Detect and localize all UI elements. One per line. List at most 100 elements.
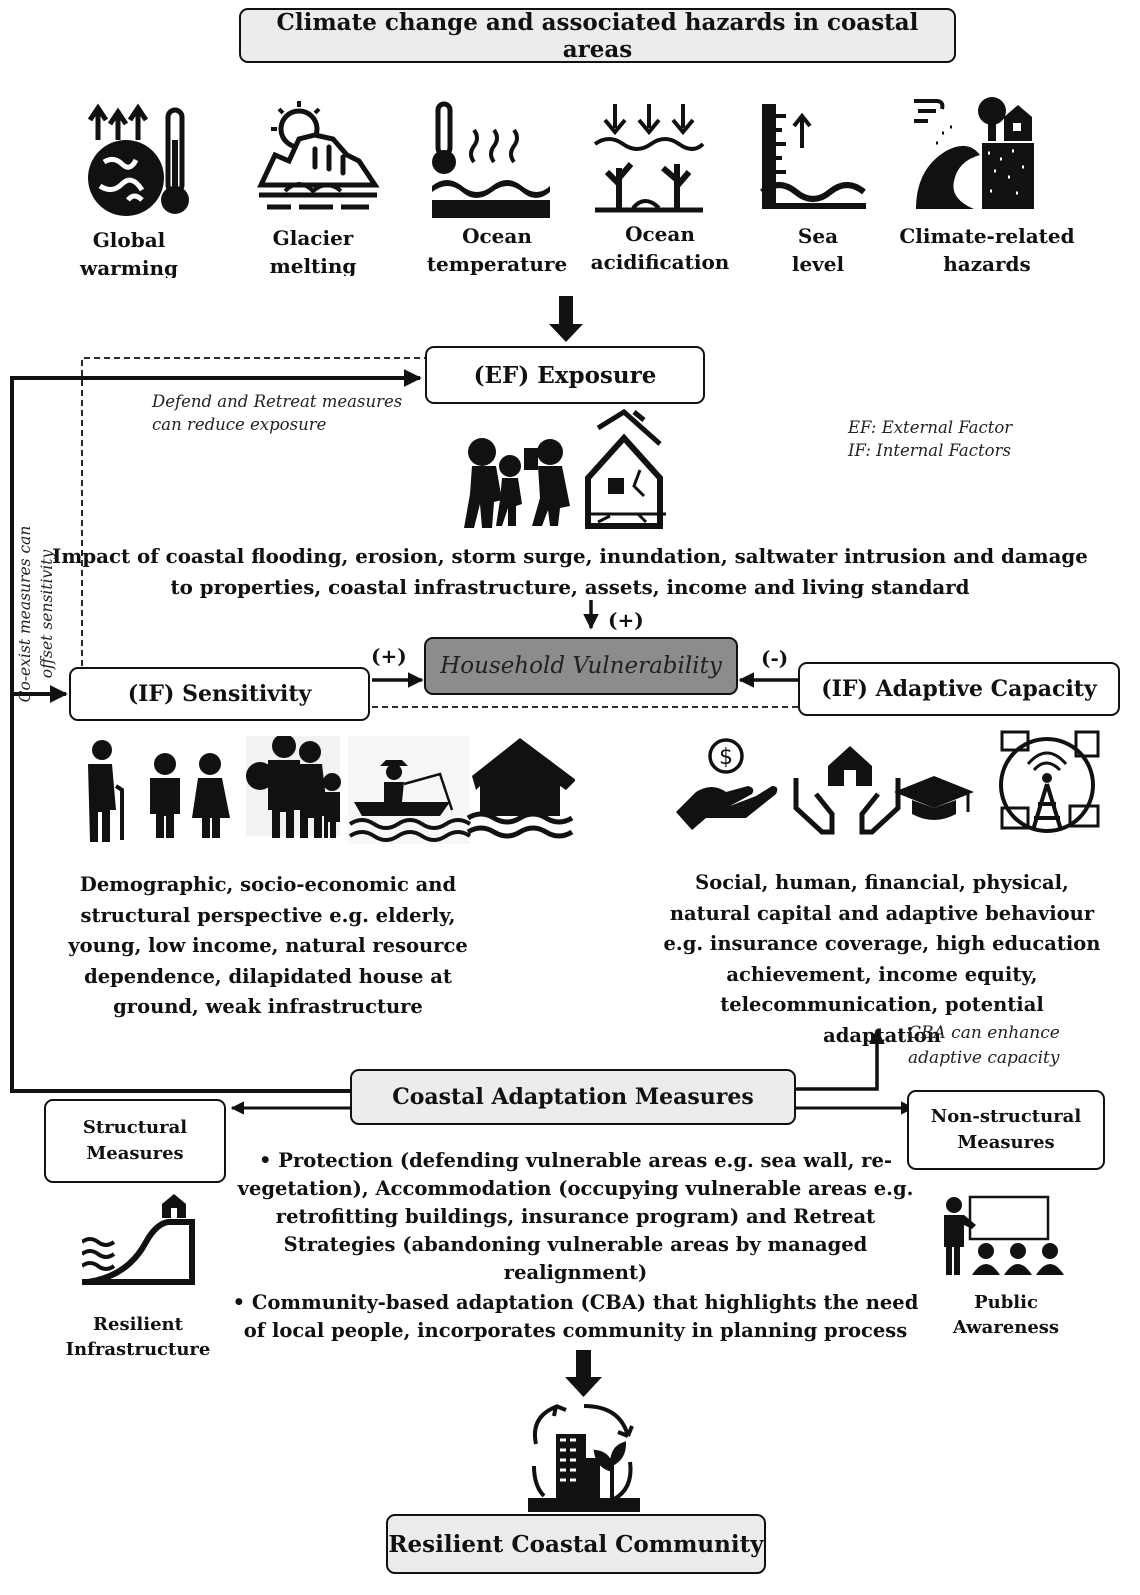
fisherman-icon bbox=[348, 736, 472, 844]
coexist-note-line1: Co-exist measures can bbox=[16, 525, 34, 703]
bullet2-line: • Community-based adaptation (CBA) that … bbox=[232, 1291, 919, 1314]
nonstructural-measures-box: Non-structural Measures bbox=[907, 1090, 1105, 1170]
adaptive-desc-line: natural capital and adaptive behaviour bbox=[669, 901, 1095, 925]
hazard-label-line2: hazards bbox=[943, 252, 1031, 276]
impact-line1: Impact of coastal flooding, erosion, sto… bbox=[52, 544, 1088, 568]
resilient-community-icon bbox=[528, 1404, 640, 1512]
hazard-label-line1: Glacier bbox=[272, 226, 354, 250]
global-warming-icon bbox=[87, 103, 189, 216]
svg-text:$: $ bbox=[719, 745, 733, 770]
coexist-note: Co-exist measures can offset sensitivity bbox=[14, 514, 62, 714]
cba-note-line1: CBA can enhance bbox=[908, 1023, 1060, 1043]
hazard-label-line1: Ocean bbox=[625, 222, 695, 246]
exposure-note-line1: Defend and Retreat measures bbox=[152, 392, 403, 411]
down-arrow-resilience bbox=[565, 1350, 602, 1397]
bullet1-line: realignment) bbox=[503, 1261, 648, 1284]
nonstructural-line1: Non-structural bbox=[930, 1106, 1082, 1127]
bullet1-line: Strategies (abandoning vulnerable areas … bbox=[283, 1233, 868, 1256]
adaptive-icons: $ bbox=[676, 730, 1100, 835]
impact-description: Impact of coastal flooding, erosion, sto… bbox=[50, 541, 1090, 602]
climate-hazards-icon bbox=[914, 97, 1034, 209]
adaptive-desc-line: Social, human, financial, physical, bbox=[695, 871, 1069, 894]
resilient-infra-line2: Infrastructure bbox=[65, 1339, 211, 1360]
graduation-cap-icon bbox=[894, 776, 974, 820]
hazard-label-ocean-acidification: Ocean acidification bbox=[580, 220, 740, 276]
children-icon bbox=[150, 753, 230, 838]
hazard-label-climate-hazards: Climate-related hazards bbox=[896, 222, 1078, 278]
hazard-label-line1: Climate-related bbox=[899, 224, 1075, 248]
exposure-note: Defend and Retreat measures can reduce e… bbox=[152, 390, 422, 436]
ocean-acidification-icon bbox=[593, 104, 705, 213]
money-hand-icon: $ bbox=[676, 738, 778, 830]
sensitivity-desc-line: ground, weak infrastructure bbox=[113, 995, 423, 1018]
hazard-label-line2: acidification bbox=[590, 250, 730, 274]
sensitivity-desc-line: structural perspective e.g. elderly, bbox=[80, 903, 456, 927]
loop-line-left bbox=[10, 369, 422, 1093]
hazard-label-global-warming: Global warming bbox=[59, 226, 199, 278]
legend-ef: EF: External Factor bbox=[848, 418, 1013, 437]
dashed-line-exposure bbox=[81, 357, 430, 670]
plus-label-top: (+) bbox=[608, 608, 644, 632]
hazard-label-line2: melting bbox=[269, 254, 357, 276]
resilient-infrastructure-icon bbox=[82, 1194, 195, 1285]
sensitivity-desc-line: dependence, dilapidated house at bbox=[84, 964, 452, 988]
sea-level-icon bbox=[760, 104, 866, 209]
coexist-note-line2: offset sensitivity bbox=[38, 549, 56, 679]
measures-bullet-protection: • Protection (defending vulnerable areas… bbox=[228, 1147, 923, 1287]
hazard-label-line1: Sea bbox=[797, 224, 839, 248]
household-vulnerability-box: Household Vulnerability bbox=[424, 637, 738, 695]
telecommunication-icon bbox=[999, 730, 1100, 833]
down-arrow-hazards bbox=[549, 296, 583, 342]
coastal-adaptation-measures-box: Coastal Adaptation Measures bbox=[350, 1069, 796, 1125]
plus-label-left: (+) bbox=[371, 644, 407, 668]
bullet1-line: • Protection (defending vulnerable areas… bbox=[259, 1149, 892, 1172]
cba-note: CBA can enhance adaptive capacity bbox=[908, 1021, 1108, 1071]
structural-line2: Measures bbox=[86, 1143, 184, 1164]
adaptive-description: Social, human, financial, physical, natu… bbox=[662, 868, 1102, 1051]
adaptive-desc-line: telecommunication, potential adaptation bbox=[720, 993, 1044, 1047]
hazard-label-line2: temperature bbox=[426, 252, 568, 276]
sensitivity-description: Demographic, socio-economic and structur… bbox=[58, 870, 478, 1023]
public-awareness-line2: Awareness bbox=[952, 1317, 1060, 1338]
ocean-temperature-icon bbox=[432, 101, 550, 218]
hazard-label-line2: warming bbox=[80, 256, 178, 278]
hazard-label-line1: Global bbox=[92, 228, 166, 252]
exposure-box: (EF) Exposure bbox=[425, 346, 705, 404]
bullet2-line: of local people, incorporates community … bbox=[243, 1319, 908, 1342]
resilient-infrastructure-label: Resilient Infrastructure bbox=[58, 1312, 218, 1362]
exposure-note-line2: can reduce exposure bbox=[152, 415, 327, 434]
bullet1-line: vegetation), Accommodation (occupying vu… bbox=[237, 1177, 914, 1200]
house-hands-icon bbox=[793, 746, 901, 835]
adaptive-desc-line: achievement, income equity, bbox=[726, 962, 1038, 986]
impact-line2: to properties, coastal infrastructure, a… bbox=[170, 574, 970, 599]
elderly-icon bbox=[88, 740, 124, 842]
adaptive-capacity-box: (IF) Adaptive Capacity bbox=[798, 662, 1120, 716]
resilient-infra-line1: Resilient bbox=[93, 1314, 183, 1335]
hazard-label-line1: Ocean bbox=[462, 224, 532, 248]
cba-note-line2: adaptive capacity bbox=[908, 1048, 1060, 1068]
public-awareness-line1: Public bbox=[974, 1292, 1038, 1313]
public-awareness-label: Public Awareness bbox=[926, 1290, 1086, 1340]
minus-label-right: (-) bbox=[761, 646, 789, 670]
structural-measures-box: Structural Measures bbox=[44, 1099, 226, 1183]
sensitivity-icons bbox=[88, 736, 575, 844]
low-income-family-icon bbox=[246, 736, 341, 838]
displaced-people-icon bbox=[464, 408, 666, 529]
nonstructural-line2: Measures bbox=[957, 1132, 1055, 1153]
arrow-measures-to-adaptive bbox=[796, 1028, 885, 1091]
hazard-label-ocean-temperature: Ocean temperature bbox=[417, 222, 577, 278]
structural-line1: Structural bbox=[82, 1117, 188, 1138]
resilient-coastal-community-box: Resilient Coastal Community bbox=[386, 1514, 766, 1574]
hazard-label-sea-level: Sea level bbox=[758, 222, 878, 278]
sensitivity-box: (IF) Sensitivity bbox=[69, 667, 370, 721]
header-title: Climate change and associated hazards in… bbox=[239, 8, 956, 63]
legend-if: IF: Internal Factors bbox=[848, 441, 1011, 460]
public-awareness-icon bbox=[944, 1195, 1064, 1275]
bullet1-line: retrofitting buildings, insurance progra… bbox=[275, 1205, 876, 1228]
flooded-house-icon bbox=[466, 738, 575, 839]
measures-bullet-cba: • Community-based adaptation (CBA) that … bbox=[228, 1289, 923, 1345]
factor-legend: EF: External Factor IF: Internal Factors bbox=[848, 416, 1068, 462]
sensitivity-desc-line: Demographic, socio-economic and bbox=[79, 873, 457, 896]
sensitivity-desc-line: young, low income, natural resource bbox=[68, 934, 468, 957]
